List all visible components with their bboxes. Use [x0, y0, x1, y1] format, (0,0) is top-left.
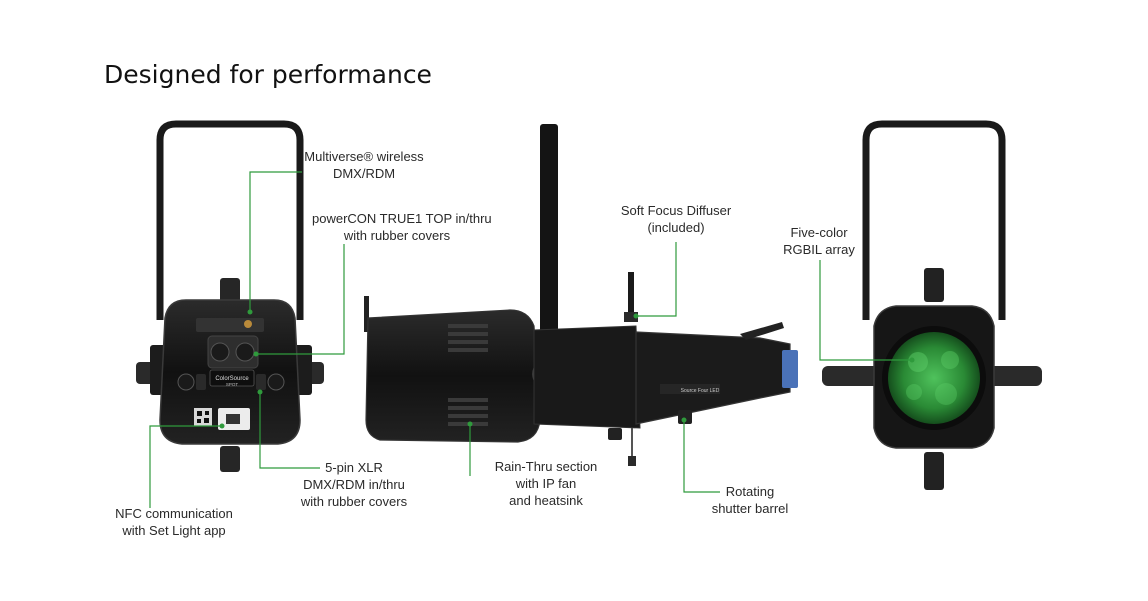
leader-lines: [149, 171, 912, 508]
side-view-fixture: Source Four LED: [364, 124, 798, 466]
side-brand-text: Source Four LED: [681, 388, 720, 394]
callout-rain-thru: Rain-Thru section with IP fan and heatsi…: [494, 459, 598, 508]
callout-soft-focus: Soft Focus Diffuser (included): [620, 203, 732, 235]
front-view-fixture: [822, 120, 1042, 490]
callout-powercon: powerCON TRUE1 TOP in/thru with rubber c…: [312, 211, 492, 243]
rear-brand-text: ColorSource: [215, 376, 249, 382]
callout-five-color: Five-color RGBIL array: [783, 225, 855, 257]
rear-view-fixture: ColorSource SPOT: [136, 120, 324, 472]
page-title: Designed for performance: [104, 60, 432, 89]
callout-xlr: 5-pin XLR DMX/RDM in/thru with rubber co…: [300, 460, 408, 509]
rear-model-text: SPOT: [226, 382, 239, 387]
callout-rotating: Rotating shutter barrel: [711, 484, 789, 516]
callout-nfc: NFC communication with Set Light app: [115, 506, 233, 538]
rgbil-lens: [888, 332, 980, 424]
callout-multiverse: Multiverse® wireless DMX/RDM: [304, 149, 424, 181]
